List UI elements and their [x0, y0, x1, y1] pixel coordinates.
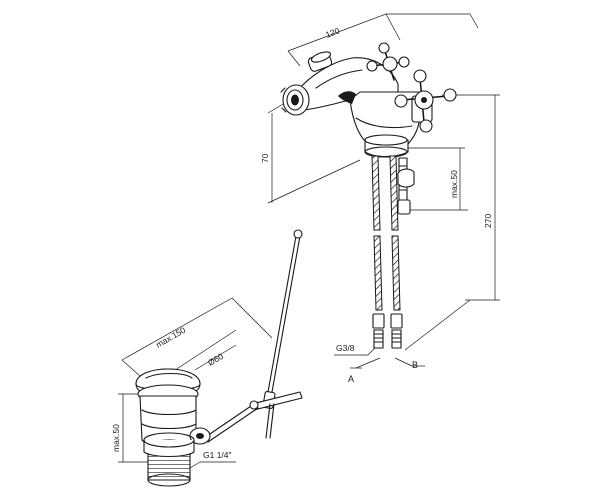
rear-handle — [366, 42, 410, 81]
dim-270-label: 270 — [483, 214, 493, 228]
connection-a-label: A — [348, 374, 354, 384]
popup-waste — [135, 368, 211, 487]
dim-max150-label: max.150 — [154, 325, 187, 350]
popup-linkage — [203, 229, 303, 443]
flexible-hoses — [371, 155, 415, 349]
thread-g114-label: G1 1/4" — [203, 450, 232, 460]
front-handle — [394, 69, 457, 133]
dim-120-label: 120 — [324, 25, 341, 40]
connection-b-label: B — [412, 360, 418, 370]
dim-max50-hose-label: max.50 — [449, 170, 459, 198]
dim-max50-waste-label: max.50 — [111, 424, 121, 452]
thread-g38-label: G3/8 — [336, 343, 355, 353]
faucet-body — [280, 42, 457, 158]
dim-70-label: 70 — [260, 153, 270, 163]
